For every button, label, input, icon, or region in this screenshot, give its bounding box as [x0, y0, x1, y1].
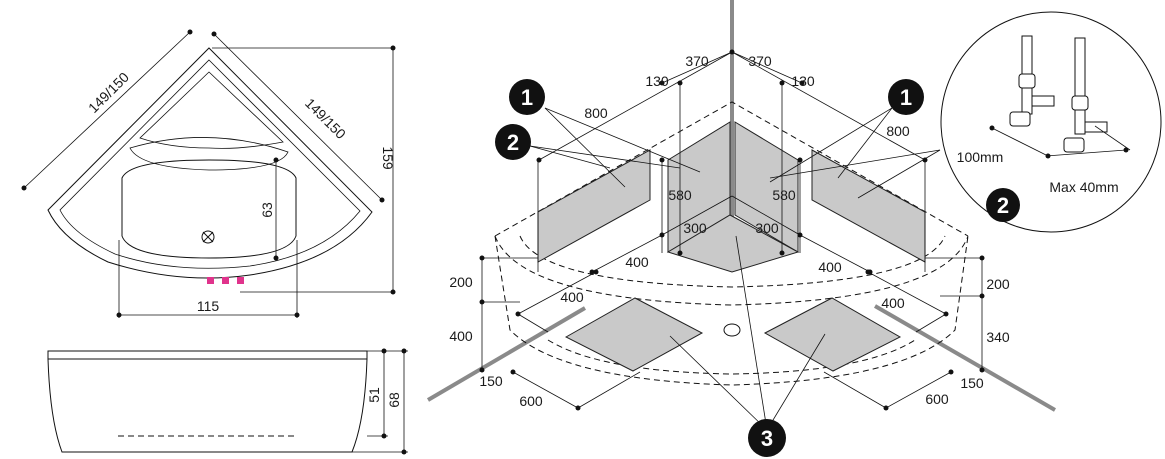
- side-body: [47, 358, 368, 453]
- floor-drain-icon: [723, 323, 741, 337]
- dim-580-left: 580: [668, 187, 692, 203]
- badge-3: 3: [748, 419, 786, 457]
- dim-inner-height: 51: [366, 387, 382, 403]
- dim-130-right: 130: [791, 73, 815, 89]
- dim-400-low-right: 400: [881, 295, 905, 311]
- wall-panel-right: [811, 149, 926, 263]
- indicator-square: [222, 277, 229, 284]
- dim-800-right: 800: [886, 123, 910, 139]
- dimension-dots: [479, 49, 985, 411]
- tub-headrest: [139, 71, 284, 149]
- dim-600-left: 600: [519, 393, 543, 409]
- corner-floor-panel: [666, 214, 800, 273]
- installation-view: 370 370 130 130 800 800 580 580 300 300 …: [426, 0, 1057, 457]
- tub-inner-dashed: [519, 235, 946, 288]
- dim-600-right: 600: [925, 391, 949, 407]
- floor-edge-left: [426, 306, 587, 402]
- tub-base-dashed: [547, 339, 916, 375]
- dim-580-right: 580: [772, 187, 796, 203]
- indicator-square: [207, 277, 214, 284]
- dim-150-right: 150: [960, 375, 984, 391]
- tub-rim: [59, 59, 361, 269]
- top-view: 149/150 149/150 159 63 115: [21, 29, 396, 318]
- tub-basin: [121, 159, 297, 259]
- badge-1-right: 1: [888, 79, 924, 115]
- detail-label-max40: Max 40mm: [1049, 179, 1118, 195]
- badge-2-left: 2: [495, 124, 531, 160]
- dim-800-left: 800: [584, 105, 608, 121]
- side-rim: [47, 350, 368, 360]
- dim-340-side: 340: [986, 329, 1010, 345]
- tub-top-dashed-front: [494, 235, 969, 306]
- dim-400-low-left: 400: [560, 289, 584, 305]
- svg-text:1: 1: [521, 85, 533, 110]
- detail-circle: [940, 11, 1162, 233]
- dim-300-left: 300: [683, 220, 707, 236]
- wall-panel-left: [537, 149, 651, 263]
- dim-300-right: 300: [755, 220, 779, 236]
- dim-diagonal-right: 149/150: [302, 95, 349, 142]
- dim-400-side: 400: [449, 328, 473, 344]
- dim-width: 115: [197, 298, 220, 314]
- badge-2-detail: 2: [986, 188, 1020, 222]
- drain-icon: [201, 230, 215, 244]
- indicator-square: [237, 277, 244, 284]
- dim-200-right: 200: [986, 276, 1010, 292]
- floor-panel-left: [564, 297, 704, 372]
- control-panel-indicators: [207, 277, 244, 284]
- pipe-fitting-left-icon: [1009, 35, 1055, 127]
- dim-line-diag-left: [23, 31, 191, 189]
- tub-top-dashed-back: [494, 101, 969, 237]
- svg-text:1: 1: [900, 85, 912, 110]
- dim-line-diag-right: [213, 33, 383, 201]
- dim-400-mid-right: 400: [818, 259, 842, 275]
- badge-1-left: 1: [509, 79, 545, 115]
- leader-lines: [529, 107, 941, 431]
- detail-callout: 100mm Max 40mm 2: [940, 11, 1162, 233]
- dim-150-left: 150: [479, 373, 503, 389]
- dim-basin-depth: 63: [259, 202, 275, 218]
- dim-130-left: 130: [645, 73, 669, 89]
- svg-text:3: 3: [761, 426, 773, 451]
- dim-200-left: 200: [449, 274, 473, 290]
- dim-370-left: 370: [685, 53, 709, 69]
- dim-400-mid-left: 400: [625, 254, 649, 270]
- tub-backrest: [129, 137, 289, 171]
- svg-text:2: 2: [997, 193, 1009, 218]
- dim-height: 159: [380, 146, 396, 170]
- dim-outer-height: 68: [386, 392, 402, 408]
- tub-outline: [47, 47, 373, 279]
- dim-370-right: 370: [748, 53, 772, 69]
- detail-label-100mm: 100mm: [957, 149, 1004, 165]
- floor-edge-right: [873, 304, 1057, 412]
- side-view: 51 68: [47, 348, 408, 455]
- svg-text:2: 2: [507, 130, 519, 155]
